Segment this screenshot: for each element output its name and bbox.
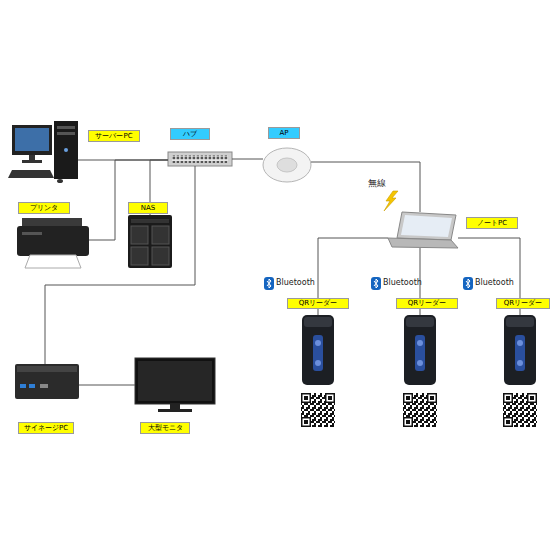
link-layer xyxy=(45,159,520,385)
device-node: QRリーダー xyxy=(404,315,436,385)
network-link xyxy=(45,166,195,364)
device-label: NAS xyxy=(128,202,168,214)
link-label: 無線 xyxy=(368,177,386,190)
network-link xyxy=(232,159,263,160)
device-label: AP xyxy=(268,127,300,139)
ap-illustration xyxy=(263,148,311,182)
device-node: QRリーダー xyxy=(504,315,536,385)
device-node: ノートPC xyxy=(388,212,458,248)
device-label: QRリーダー xyxy=(287,298,349,309)
network-link xyxy=(89,160,168,240)
device-node: QRリーダー xyxy=(302,315,334,385)
server-pc-illustration xyxy=(8,121,78,183)
device-node: AP xyxy=(263,148,311,182)
device-node: サイネージPC xyxy=(15,364,79,399)
device-label: サーバーPC xyxy=(88,130,140,142)
network-link xyxy=(79,385,135,386)
monitor-illustration xyxy=(135,358,215,412)
network-link xyxy=(311,162,420,212)
link-label: Bluetooth xyxy=(475,278,514,287)
signage-pc-illustration xyxy=(15,364,79,399)
device-node: プリンタ xyxy=(17,218,89,268)
link-label: Bluetooth xyxy=(383,278,422,287)
device-label: 大型モニタ xyxy=(140,422,190,434)
device-node: NAS xyxy=(128,215,172,268)
device-label: QRリーダー xyxy=(396,298,458,309)
device-node: サーバーPC xyxy=(10,121,78,181)
device-label: QRリーダー xyxy=(496,298,550,309)
wireless-bolt xyxy=(384,191,398,211)
device-label: サイネージPC xyxy=(18,422,74,434)
device-label: ノートPC xyxy=(466,217,518,229)
hub-illustration xyxy=(168,152,232,166)
bluetooth-icons xyxy=(264,277,473,290)
device-label: ハブ xyxy=(170,128,210,140)
device-label: プリンタ xyxy=(18,202,70,214)
nas-illustration xyxy=(128,215,172,268)
qr-reader-illustrations xyxy=(299,315,539,429)
printer-illustration xyxy=(17,218,89,268)
device-node: 大型モニタ xyxy=(135,358,215,412)
laptop-illustration xyxy=(388,212,458,248)
link-label: Bluetooth xyxy=(276,278,315,287)
device-node: ハブ xyxy=(168,152,232,166)
